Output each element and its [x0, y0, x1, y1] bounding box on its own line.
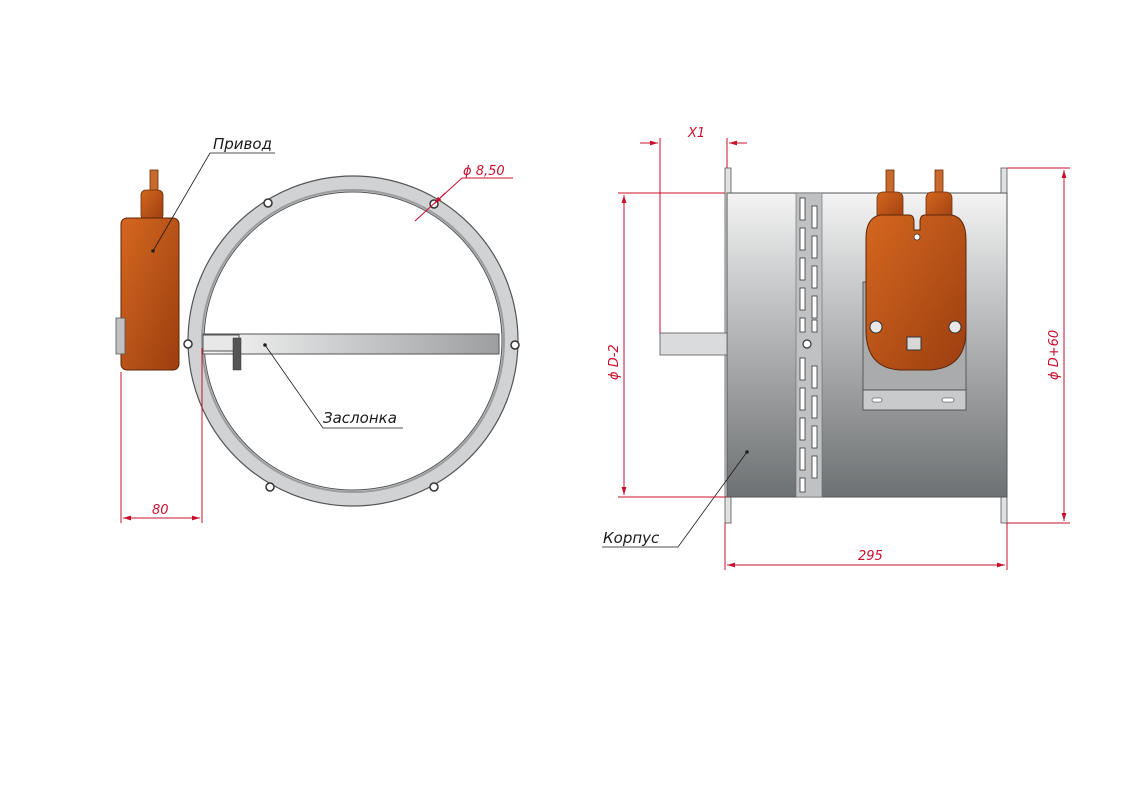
actuator-label: Привод: [213, 135, 272, 153]
outer-diameter-dimension: ϕ D+60: [1047, 330, 1062, 380]
damper-label: Заслонка: [323, 409, 397, 427]
housing-label: Корпус: [603, 529, 660, 547]
hole-dimension: ϕ 8,50: [463, 164, 505, 179]
inner-diameter-dimension: ϕ D-2: [607, 344, 622, 380]
shaft-stub: [659, 332, 728, 356]
side-view: Корпус X1 ϕ D-2 ϕ D+60 295: [602, 126, 1070, 570]
damper-blade: [202, 333, 500, 355]
actuator-front: [115, 169, 180, 371]
perforated-band: [795, 192, 823, 498]
actuator-offset-dimension: 80: [152, 503, 169, 518]
length-dimension: 295: [858, 549, 883, 564]
front-view: Привод Заслонка ϕ 8,50 80: [115, 135, 520, 523]
actuator-side: [865, 169, 967, 371]
x1-dimension: X1: [687, 126, 705, 141]
